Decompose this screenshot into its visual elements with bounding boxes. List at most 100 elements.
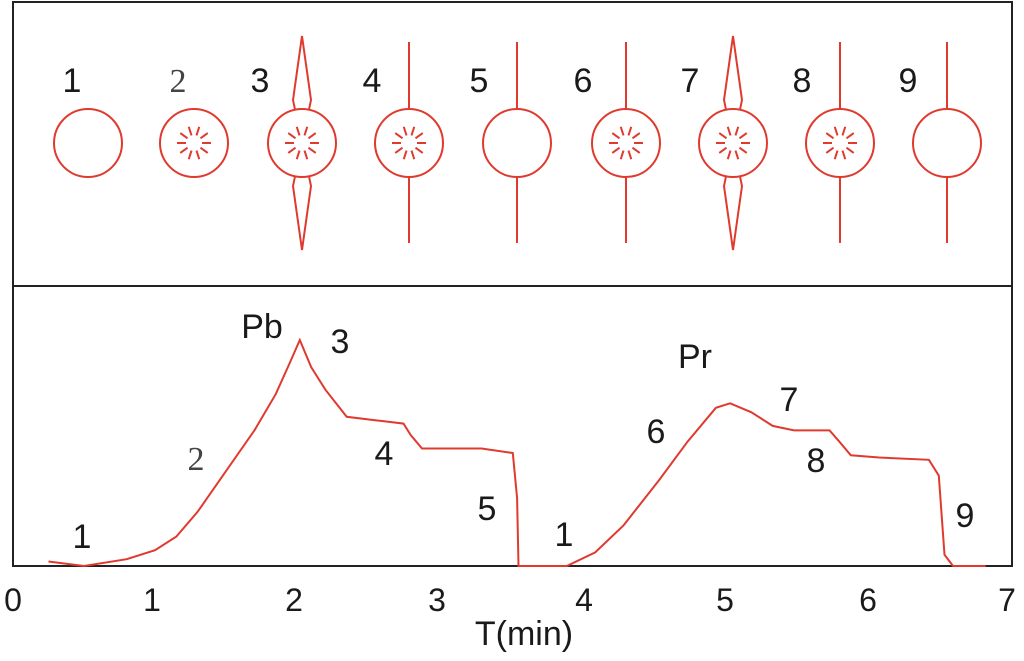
drop-ray bbox=[825, 146, 835, 154]
drop-circle bbox=[912, 108, 982, 178]
drop-ray bbox=[307, 132, 317, 140]
drop-ray bbox=[631, 146, 641, 154]
drop-labels: 1 2 3 4 5 6 7 8 9 bbox=[63, 62, 918, 100]
drop-6 bbox=[591, 42, 661, 243]
drop-circle bbox=[267, 108, 337, 178]
stage-label-8: 8 bbox=[807, 442, 826, 480]
drop-ray bbox=[199, 146, 209, 154]
drop-ray bbox=[845, 132, 855, 140]
drop-ray bbox=[631, 132, 641, 140]
drop-ray bbox=[841, 150, 847, 160]
stage-label-1a: 1 bbox=[73, 518, 92, 556]
x-axis-title: T(min) bbox=[475, 615, 573, 653]
x-tick-2: 2 bbox=[285, 582, 303, 618]
drop-ray bbox=[394, 132, 404, 140]
drop-ray bbox=[734, 126, 740, 136]
drop-ray bbox=[619, 126, 625, 136]
drop-ray bbox=[611, 132, 621, 140]
drop-ray bbox=[402, 126, 408, 136]
drop-label-7: 7 bbox=[681, 62, 700, 100]
drop-ray bbox=[195, 126, 201, 136]
drop-label-9: 9 bbox=[899, 62, 918, 100]
drop-ray bbox=[718, 132, 728, 140]
drop-ray bbox=[394, 146, 404, 154]
drop-2 bbox=[159, 108, 229, 178]
drop-ray bbox=[718, 146, 728, 154]
drop-label-2: 2 bbox=[170, 63, 187, 100]
drop-label-6: 6 bbox=[574, 62, 593, 100]
stage-labels: 1 2 3 4 5 1 6 7 8 9 bbox=[73, 323, 975, 556]
stage-label-9: 9 bbox=[956, 497, 975, 535]
drop-ray bbox=[734, 150, 740, 160]
drop-ray bbox=[287, 146, 297, 154]
x-tick-4: 4 bbox=[575, 582, 593, 618]
drop-ray bbox=[738, 146, 748, 154]
drop-ray bbox=[402, 150, 408, 160]
drop-ray bbox=[833, 126, 839, 136]
x-tick-5: 5 bbox=[716, 582, 734, 618]
drop-circle bbox=[805, 108, 875, 178]
drop-3 bbox=[267, 35, 337, 251]
drop-ray bbox=[410, 150, 416, 160]
drop-ray bbox=[295, 150, 301, 160]
drop-ray bbox=[611, 146, 621, 154]
drop-ray bbox=[179, 146, 189, 154]
drop-ray bbox=[410, 126, 416, 136]
drop-circle bbox=[591, 108, 661, 178]
drop-4 bbox=[374, 42, 444, 243]
x-axis: 0 1 2 3 4 5 6 7 T(min) bbox=[4, 582, 1016, 653]
drop-ray bbox=[738, 132, 748, 140]
drop-8 bbox=[805, 42, 875, 243]
stage-label-1b: 1 bbox=[555, 516, 574, 554]
drop-7 bbox=[698, 35, 768, 251]
drop-9 bbox=[912, 42, 982, 243]
drop-ray bbox=[199, 132, 209, 140]
drop-1 bbox=[53, 108, 123, 178]
figure-frame bbox=[12, 1, 1013, 567]
drop-ray bbox=[841, 126, 847, 136]
stage-label-6: 6 bbox=[647, 413, 666, 451]
peak-label-pb: Pb bbox=[241, 308, 283, 346]
drop-ray bbox=[414, 146, 424, 154]
drop-label-1: 1 bbox=[63, 62, 82, 100]
stage-label-7: 7 bbox=[780, 381, 799, 419]
drop-ray bbox=[619, 150, 625, 160]
x-tick-1: 1 bbox=[143, 582, 161, 618]
drop-circle bbox=[374, 108, 444, 178]
drop-label-3: 3 bbox=[251, 62, 270, 100]
drop-ray bbox=[187, 150, 193, 160]
peak-label-pr: Pr bbox=[678, 338, 712, 376]
drop-ray bbox=[303, 126, 309, 136]
drop-circle bbox=[53, 108, 123, 178]
drop-circle bbox=[698, 108, 768, 178]
drop-ray bbox=[627, 150, 633, 160]
drop-ray bbox=[307, 146, 317, 154]
drop-ray bbox=[726, 150, 732, 160]
drop-5 bbox=[482, 42, 552, 243]
tension-curve bbox=[48, 337, 986, 568]
drop-ray bbox=[303, 150, 309, 160]
x-tick-3: 3 bbox=[428, 582, 446, 618]
drop-ray bbox=[287, 132, 297, 140]
drop-label-4: 4 bbox=[363, 62, 382, 100]
drop-ray bbox=[825, 132, 835, 140]
drop-ray bbox=[179, 132, 189, 140]
x-tick-0: 0 bbox=[4, 582, 22, 618]
drop-ray bbox=[845, 146, 855, 154]
drop-diagram-panel bbox=[53, 35, 982, 251]
stage-label-3: 3 bbox=[331, 323, 350, 361]
drop-label-5: 5 bbox=[470, 62, 489, 100]
drop-circle bbox=[482, 108, 552, 178]
stage-label-5: 5 bbox=[478, 490, 497, 528]
drop-ray bbox=[833, 150, 839, 160]
drop-ray bbox=[187, 126, 193, 136]
x-tick-7: 7 bbox=[998, 582, 1016, 618]
drop-ray bbox=[195, 150, 201, 160]
stage-label-4: 4 bbox=[375, 435, 394, 473]
drop-label-8: 8 bbox=[793, 62, 812, 100]
drop-circle bbox=[159, 108, 229, 178]
drop-ray bbox=[414, 132, 424, 140]
drop-ray bbox=[726, 126, 732, 136]
drop-ray bbox=[627, 126, 633, 136]
